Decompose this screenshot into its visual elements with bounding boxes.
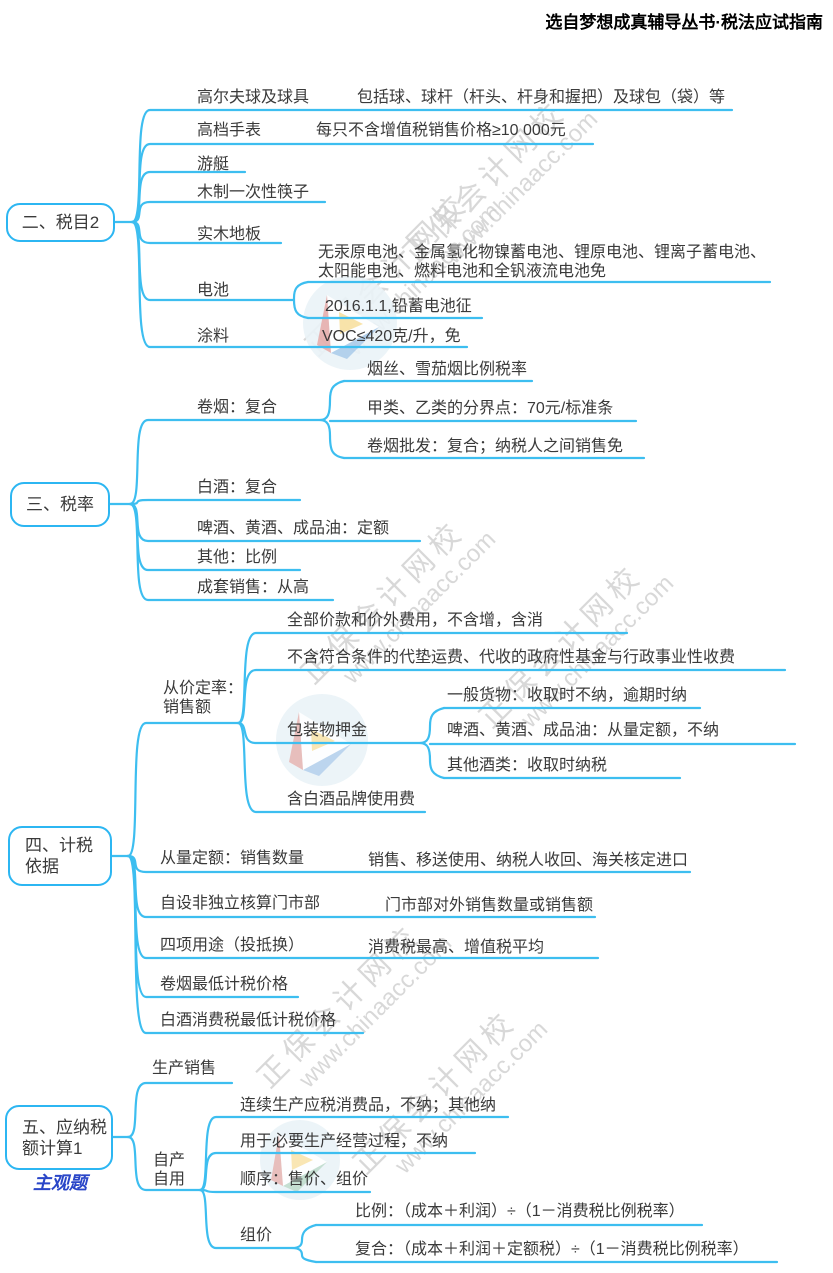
branch-deposit-label: 包装物押金	[287, 722, 368, 739]
branch-watch-label: 高档手表	[197, 122, 262, 139]
branch-chopsticks-label: 木制一次性筷子	[197, 184, 310, 201]
node-tax-items: 二、税目2	[6, 203, 115, 242]
branch-battery-free-note: 无汞原电池、金属氢化物镍蓄电池、锂原电池、锂离子蓄电池、太阳能电池、燃料电池和全…	[318, 244, 767, 280]
subjective-question-badge: 主观题	[33, 1173, 87, 1193]
branch-deposit-child-general: 一般货物：收取时不纳，逾期时纳	[447, 687, 688, 704]
branch-store-note: 门市部对外销售数量或销售额	[385, 897, 594, 914]
branch-watch-note: 每只不含增值税销售价格≥10 000元	[316, 122, 566, 139]
node-tax-rates: 三、税率	[10, 482, 110, 527]
branch-yacht-label: 游艇	[197, 156, 230, 173]
branch-specific-note: 销售、移送使用、纳税人收回、海关核定进口	[368, 852, 689, 869]
branch-baijiu-min-label: 白酒消费税最低计税价格	[160, 1012, 337, 1029]
branch-battery-levy-note: 2016.1.1,铅蓄电池征	[325, 298, 472, 315]
branch-formula-proportional: 比例：（成本＋利润）÷（1－消费税比例税率）	[355, 1203, 685, 1220]
branch-fouruse-label: 四项用途（投抵换）	[160, 937, 305, 954]
branch-cig-min-label: 卷烟最低计税价格	[160, 976, 289, 993]
branch-advalorem-child-excluded: 不含符合条件的代垫运费、代收的政府性基金与行政事业性收费	[287, 649, 736, 666]
branch-composed-price-label: 组价	[240, 1227, 273, 1244]
branch-fouruse-note: 消费税最高、增值税平均	[368, 939, 545, 956]
node-tax-base: 四、计税依据	[8, 826, 112, 886]
branch-advalorem-label: 从价定率：销售额	[163, 680, 244, 716]
branch-floor-label: 实木地板	[197, 226, 262, 243]
node-tax-payable-label: 五、应纳税额计算1	[22, 1117, 107, 1158]
branch-paint-note: VOC≤420克/升，免	[322, 328, 461, 345]
node-tax-payable: 五、应纳税额计算1	[5, 1105, 113, 1170]
branch-golf-label: 高尔夫球及球具	[197, 89, 310, 106]
branch-golf-note: 包括球、球杆（杆头、杆身和握把）及球包（袋）等	[357, 89, 726, 106]
branch-battery-label: 电池	[197, 282, 230, 299]
branch-cigarette-label: 卷烟：复合	[197, 399, 278, 416]
branch-other-rate-label: 其他：比例	[197, 549, 278, 566]
branch-selfuse-child-necessary: 用于必要生产经营过程，不纳	[240, 1133, 449, 1150]
branch-beer-label: 啤酒、黄酒、成品油：定额	[197, 520, 390, 537]
node-tax-base-label: 四、计税依据	[25, 836, 93, 876]
branch-formula-compound: 复合：（成本＋利润＋定额税）÷（1－消费税比例税率）	[355, 1241, 749, 1258]
node-tax-items-label: 二、税目2	[21, 213, 100, 232]
branch-cigarette-child-classline: 甲类、乙类的分界点：70元/标准条	[367, 400, 614, 417]
branch-specific-label: 从量定额：销售数量	[160, 850, 305, 867]
branch-selfuse-label: 自产自用	[153, 1152, 186, 1188]
branch-paint-label: 涂料	[197, 328, 230, 345]
branch-deposit-child-beer: 啤酒、黄酒、成品油：从量定额，不纳	[447, 722, 720, 739]
branch-baijiu-label: 白酒：复合	[197, 479, 278, 496]
branch-selfuse-child-continuous: 连续生产应税消费品，不纳；其他纳	[240, 1097, 497, 1114]
branch-cigarette-child-wholesale: 卷烟批发：复合；纳税人之间销售免	[367, 438, 624, 455]
node-tax-rates-label: 三、税率	[26, 495, 94, 514]
branch-advalorem-child-fullprice: 全部价款和价外费用，不含增，含消	[287, 612, 544, 629]
branch-cigarette-child-tobacco: 烟丝、雪茄烟比例税率	[367, 361, 528, 378]
branch-brandfee-label: 含白酒品牌使用费	[287, 791, 416, 808]
branch-set-sale-label: 成套销售：从高	[197, 579, 310, 596]
branch-selfuse-child-order: 顺序：售价、组价	[240, 1171, 369, 1188]
branch-deposit-child-otherliquor: 其他酒类：收取时纳税	[447, 757, 608, 774]
branch-store-label: 自设非独立核算门市部	[160, 895, 321, 912]
branch-produce-sale-label: 生产销售	[152, 1060, 217, 1077]
page-header-citation: 选自梦想成真辅导丛书·税法应试指南	[545, 13, 823, 32]
